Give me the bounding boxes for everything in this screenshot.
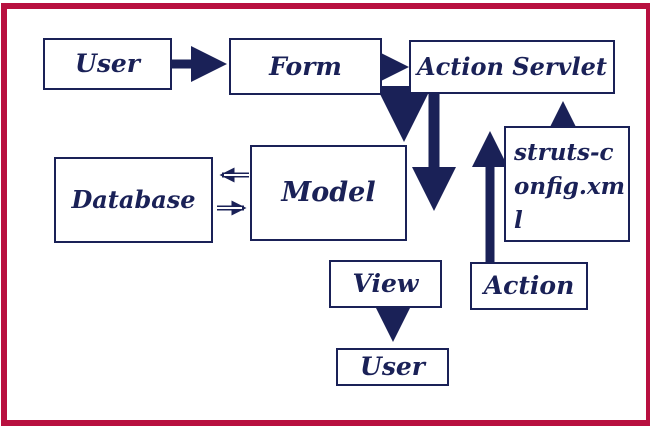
node-user-bottom: User — [336, 348, 449, 386]
node-action: Action — [470, 262, 588, 310]
node-action-servlet: Action Servlet — [409, 40, 615, 94]
diagram-frame — [1, 3, 650, 426]
node-struts-config: struts-config.xml — [504, 126, 630, 242]
node-model: Model — [250, 145, 407, 241]
node-user-top: User — [43, 38, 172, 90]
node-database: Database — [54, 157, 213, 243]
node-form: Form — [229, 38, 382, 95]
node-view: View — [329, 260, 442, 308]
